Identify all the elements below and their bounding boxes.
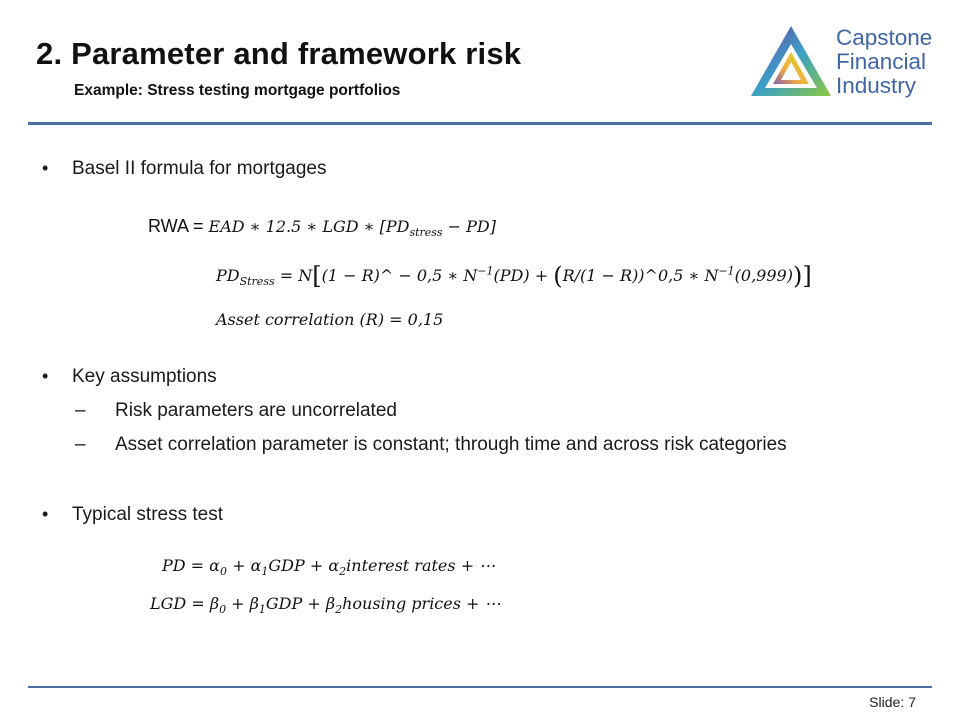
footer-divider [28, 686, 932, 688]
sub-point-text: Risk parameters are uncorrelated [115, 400, 397, 421]
lgd-model-formula: LGD = β0 + β1GDP + β2housing prices + ⋯ [150, 594, 501, 617]
dash-icon: – [75, 434, 86, 455]
asset-correlation-formula: Asset correlation (R) = 0,15 [216, 310, 444, 329]
pd-stress-eq: = N [274, 266, 313, 285]
bullet-key-assumptions: • Key assumptions [42, 366, 217, 388]
bullet-typical-stress-test: • Typical stress test [42, 504, 223, 526]
header-divider [28, 122, 932, 125]
rwa-expression: EAD ∗ 12.5 ∗ LGD ∗ [PD [208, 217, 410, 236]
logo-text: Capstone Financial Industry [836, 26, 932, 98]
pd-stress-part3: R/(1 − R))^0,5 ∗ N [562, 266, 719, 285]
pd-stress-formula: PDStress = N[(1 − R)^ − 0,5 ∗ N−1(PD) + … [216, 262, 812, 290]
logo-line-3: Industry [836, 73, 917, 98]
bullet-text: Typical stress test [72, 504, 223, 525]
slide-number-value: 7 [908, 694, 916, 710]
capstone-logo-icon [751, 26, 831, 96]
sub-point-uncorrelated: – Risk parameters are uncorrelated [75, 400, 397, 422]
bullet-text: Basel II formula for mortgages [72, 158, 327, 179]
rwa-formula: RWA = EAD ∗ 12.5 ∗ LGD ∗ [PDstress − PD] [148, 216, 496, 240]
page-subtitle: Example: Stress testing mortgage portfol… [74, 82, 401, 99]
pd-stress-part4: (0,999) [734, 266, 793, 285]
pd-model-start: PD = α [162, 556, 220, 575]
sub-point-constant: – Asset correlation parameter is constan… [75, 434, 787, 456]
logo-line-1: Capstone [836, 25, 933, 50]
dash-icon: – [75, 400, 86, 421]
page-title: 2. Parameter and framework risk [36, 36, 522, 71]
bullet-dot-icon: • [42, 158, 49, 178]
bullet-dot-icon: • [42, 366, 49, 386]
logo-line-2: Financial [836, 49, 927, 74]
rwa-label: RWA = [148, 216, 209, 236]
pd-stress-part1: (1 − R)^ − 0,5 ∗ N [321, 266, 478, 285]
bullet-dot-icon: • [42, 504, 49, 524]
slide-number: Slide:7 [865, 694, 916, 710]
lgd-model-start: LGD = β [150, 594, 220, 613]
bullet-basel-formula: • Basel II formula for mortgages [42, 158, 327, 180]
pd-stress-part2: (PD) + [493, 266, 554, 285]
sub-point-text: Asset correlation parameter is constant;… [115, 434, 787, 455]
bullet-text: Key assumptions [72, 366, 217, 387]
pd-model-formula: PD = α0 + α1GDP + α2interest rates + ⋯ [162, 556, 496, 579]
slide-label: Slide: [869, 694, 905, 710]
pd-stress-symbol: PD [216, 266, 240, 285]
